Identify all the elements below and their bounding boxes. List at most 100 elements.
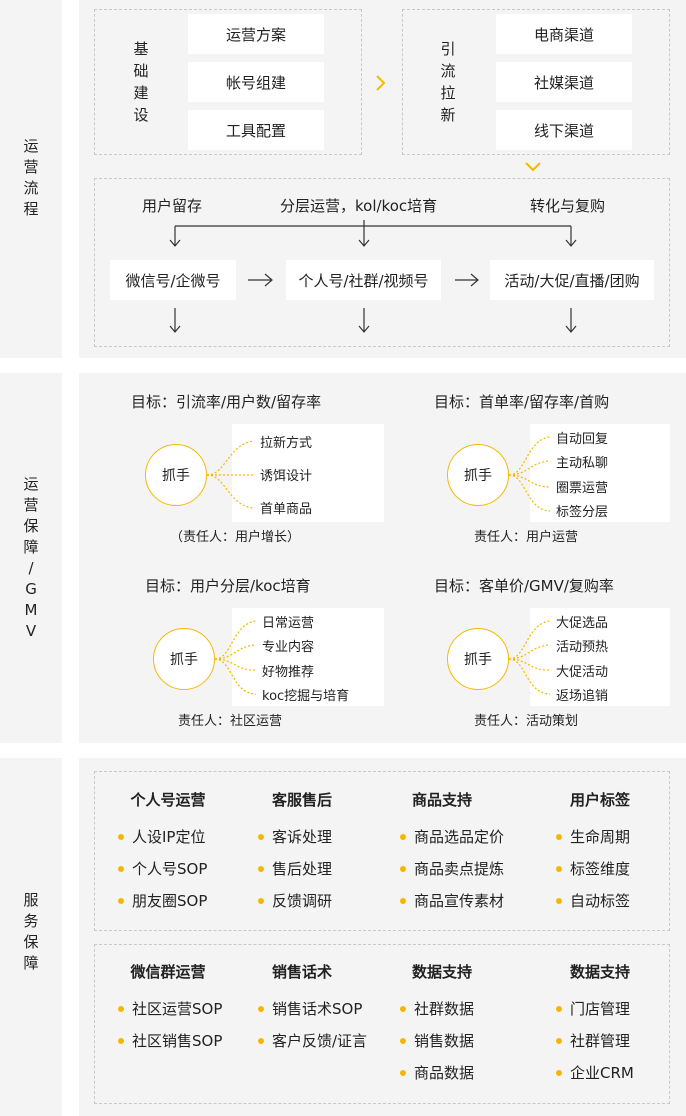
- service-item-label: 商品选品定价: [414, 828, 505, 846]
- service-item-label: 销售数据: [414, 1032, 475, 1050]
- service-item: 标签维度: [556, 858, 630, 879]
- bullet-dot-icon: [400, 833, 406, 840]
- vertical-char: 保: [23, 517, 39, 535]
- vertical-char: 设: [133, 106, 149, 124]
- process-connectors: [169, 75, 577, 333]
- bullet-dot-icon: [118, 1005, 124, 1012]
- handle-item: 大促选品: [556, 616, 609, 631]
- service-item: 反馈调研: [258, 890, 332, 911]
- handle-item: 主动私聊: [556, 456, 609, 471]
- vertical-char: 引: [440, 40, 456, 58]
- service-item: 门店管理: [556, 998, 630, 1019]
- top-label-conversion: 转化与复购: [530, 197, 606, 215]
- vertical-char: 流: [23, 179, 39, 197]
- service-item: 商品卖点提炼: [400, 858, 504, 879]
- handle-item: 活动预热: [556, 640, 609, 655]
- handle-item: 诱饵设计: [260, 469, 313, 484]
- base-item: 运营方案: [188, 14, 324, 54]
- service-group-title: 客服售后: [271, 791, 332, 809]
- service-group-title: 个人号运营: [130, 791, 206, 809]
- top-label-layered: 分层运营，kol/koc培育: [280, 197, 438, 215]
- service-item-label: 社区运营SOP: [132, 1000, 223, 1018]
- service-item: 商品宣传素材: [400, 890, 504, 911]
- bullet-dot-icon: [400, 865, 406, 872]
- service-item: 自动标签: [556, 890, 630, 911]
- service-group-title: 商品支持: [411, 791, 472, 809]
- handle-item: 日常运营: [262, 616, 315, 631]
- bullet-dot-icon: [118, 1037, 124, 1044]
- service-item-label: 标签维度: [570, 860, 631, 878]
- handle-circle: 抓手: [447, 628, 509, 690]
- service-item-label: 售后处理: [272, 860, 333, 878]
- panel-service: [79, 758, 686, 1116]
- bullet-dot-icon: [556, 897, 562, 904]
- service-item: 生命周期: [556, 826, 630, 847]
- bullet-dot-icon: [118, 897, 124, 904]
- service-item: 商品选品定价: [400, 826, 504, 847]
- service-group-title: 微信群运营: [130, 963, 206, 981]
- bullet-dot-icon: [400, 1069, 406, 1076]
- owner-label: 责任人：用户运营: [474, 530, 579, 545]
- bullet-dot-icon: [556, 865, 562, 872]
- goal-label: 目标：首单率/留存率/首购: [434, 393, 610, 411]
- service-item-label: 生命周期: [570, 828, 631, 846]
- service-item-label: 销售话术SOP: [272, 1000, 363, 1018]
- handle-item: 好物推荐: [262, 665, 315, 680]
- service-item: 售后处理: [258, 858, 332, 879]
- items-pane: [232, 608, 384, 706]
- base-item: 工具配置: [188, 110, 324, 150]
- vertical-char: 基: [133, 40, 149, 58]
- items-pane: [530, 608, 670, 706]
- bullet-dot-icon: [258, 897, 264, 904]
- vertical-char: 础: [133, 62, 149, 80]
- service-group-title: 数据支持: [411, 963, 472, 981]
- handle-item: 首单商品: [260, 502, 313, 517]
- channel-personal: 个人号/社群/视频号: [286, 260, 441, 300]
- pull-item: 电商渠道: [496, 14, 632, 54]
- service-item: 客户反馈/证言: [258, 1030, 367, 1051]
- sidebar-service: [0, 758, 62, 1116]
- bullet-dot-icon: [400, 897, 406, 904]
- vertical-char: 运: [23, 475, 39, 493]
- flow-box: [94, 178, 670, 347]
- service-item: 个人号SOP: [118, 858, 207, 879]
- vertical-char: M: [24, 601, 38, 619]
- vertical-char: 新: [440, 106, 456, 124]
- pull-new-box: [402, 9, 670, 155]
- service-box-2: [94, 944, 670, 1104]
- channel-activity: 活动/大促/直播/团购: [490, 260, 654, 300]
- service-item-label: 反馈调研: [272, 892, 333, 910]
- bullet-dot-icon: [118, 833, 124, 840]
- service-item-label: 自动标签: [570, 892, 631, 910]
- vertical-char: 流: [440, 62, 456, 80]
- handle-circle: 抓手: [153, 628, 215, 690]
- owner-label: 责任人：社区运营: [178, 714, 283, 729]
- vertical-char: 营: [23, 158, 39, 176]
- items-pane: [232, 424, 384, 522]
- vertical-char: 运: [23, 137, 39, 155]
- service-item-label: 社区销售SOP: [132, 1032, 223, 1050]
- service-item: 社群管理: [556, 1030, 630, 1051]
- service-group-title: 数据支持: [569, 963, 630, 981]
- handle-item: 拉新方式: [260, 436, 313, 451]
- vertical-char: G: [25, 580, 37, 598]
- goal-label: 目标：引流率/用户数/留存率: [131, 393, 322, 411]
- chevron-right-icon: [376, 75, 386, 91]
- service-item-label: 商品数据: [414, 1064, 475, 1082]
- goal-label: 目标：客单价/GMV/复购率: [434, 577, 614, 595]
- service-item: 销售话术SOP: [258, 998, 362, 1019]
- service-item: 企业CRM: [556, 1062, 634, 1083]
- owner-label: 责任人：活动策划: [474, 714, 579, 729]
- handle-item: 圈票运营: [556, 481, 609, 496]
- base-item: 帐号组建: [188, 62, 324, 102]
- handle-item: 专业内容: [262, 640, 315, 655]
- pull-item: 线下渠道: [496, 110, 632, 150]
- owner-label: （责任人：用户增长）: [170, 530, 301, 545]
- service-item-label: 人设IP定位: [132, 828, 206, 846]
- service-item-label: 商品卖点提炼: [414, 860, 505, 878]
- service-item-label: 企业CRM: [570, 1064, 634, 1082]
- base-building-label: 基础建设: [130, 38, 152, 126]
- service-item-label: 朋友圈SOP: [132, 892, 208, 910]
- vertical-char: 拉: [440, 84, 456, 102]
